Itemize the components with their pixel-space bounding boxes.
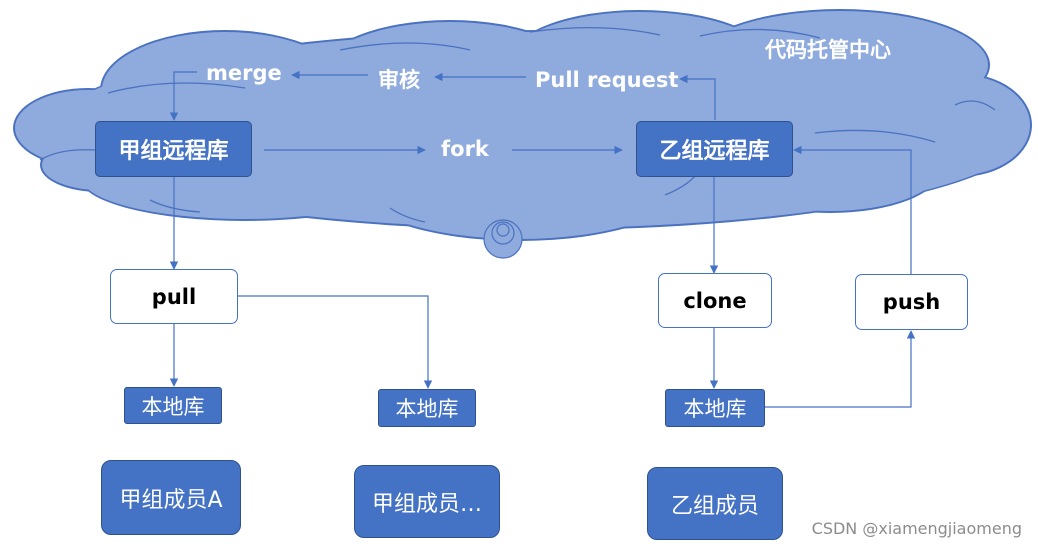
arrow-pull-request	[679, 74, 716, 120]
member-group-b: 乙组成员	[647, 467, 783, 540]
merge-label: merge	[206, 61, 282, 85]
arrow-pull-to-local-a2	[238, 295, 433, 389]
fork-label: fork	[441, 137, 489, 161]
watermark-text: CSDN @xiamengjiaomeng	[811, 519, 1022, 538]
member-group-a-a: 甲组成员A	[101, 460, 241, 535]
arrow-push-to-group-b	[793, 145, 912, 274]
review-label: 审核	[378, 68, 420, 92]
arrow-local-b-to-push	[765, 330, 916, 408]
arrow-merge-to-group-a	[169, 71, 197, 121]
local-repo-a1: 本地库	[124, 387, 222, 424]
local-repo-a2: 本地库	[378, 389, 476, 427]
cloud-tail-bubbles	[483, 219, 523, 259]
member-group-a-more: 甲组成员…	[354, 465, 500, 538]
group-b-remote-repo: 乙组远程库	[636, 121, 793, 177]
local-repo-b: 本地库	[665, 389, 765, 427]
pull-box: pull	[110, 269, 238, 324]
push-box: push	[855, 274, 968, 330]
cloud-title: 代码托管中心	[765, 38, 891, 62]
group-a-remote-repo: 甲组远程库	[95, 121, 252, 177]
clone-box: clone	[658, 273, 772, 328]
pull-request-label: Pull request	[535, 68, 679, 92]
